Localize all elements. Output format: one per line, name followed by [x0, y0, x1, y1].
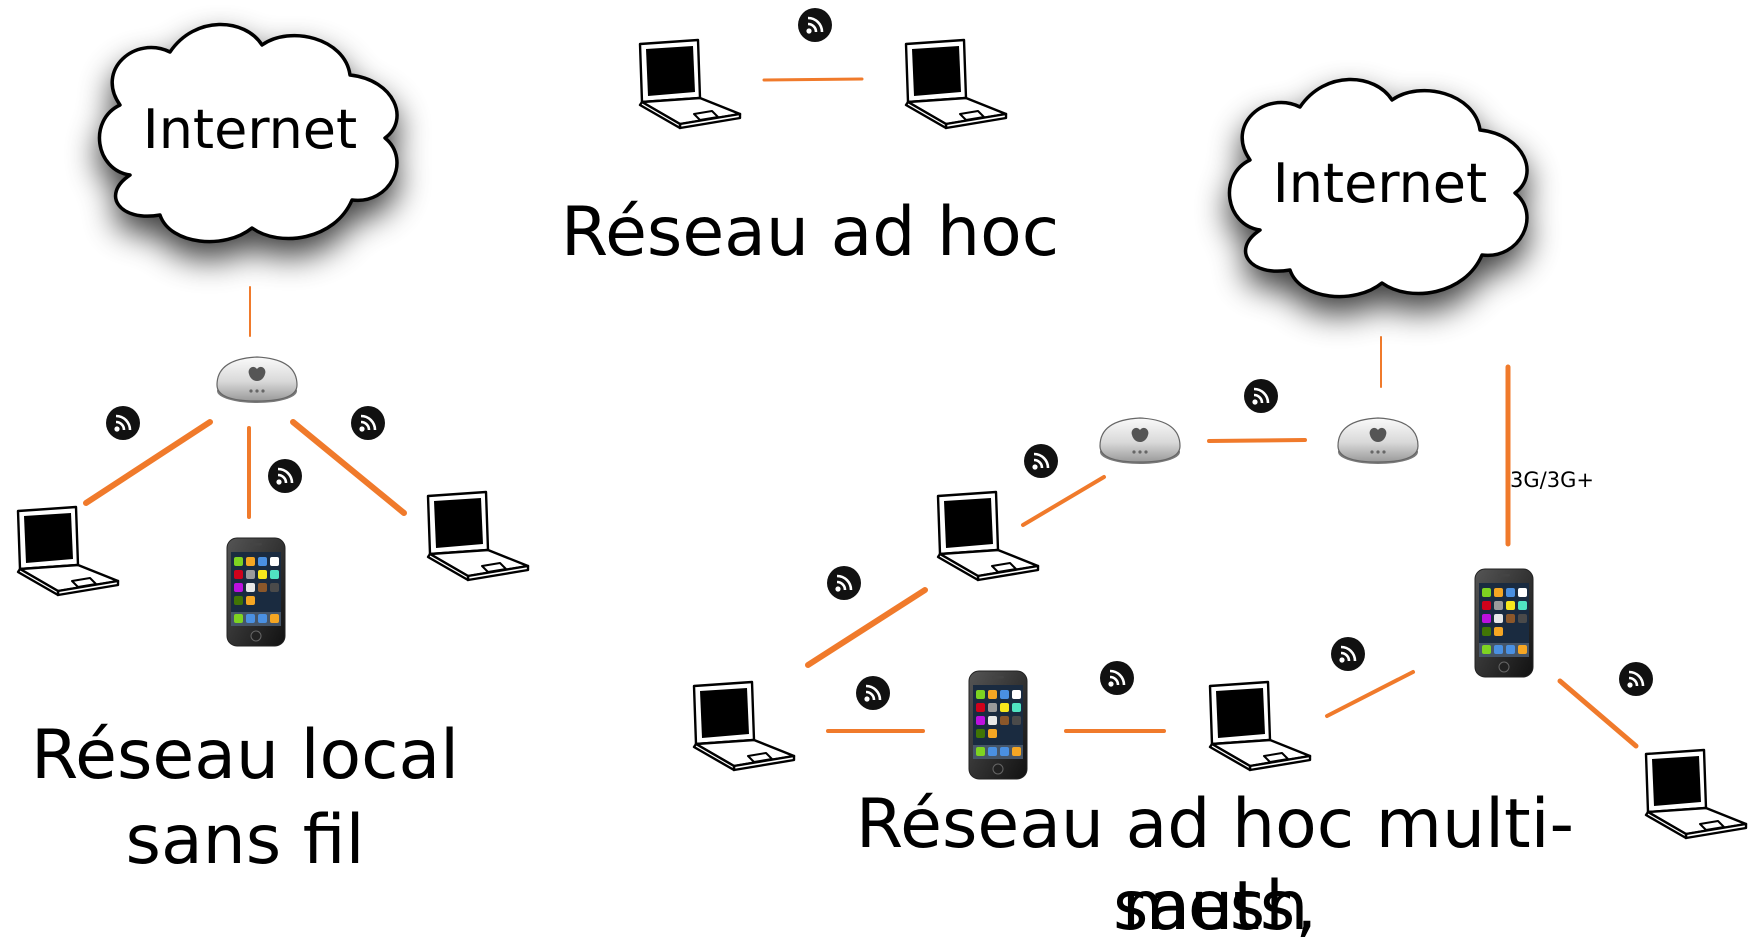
cloud-icon [1227, 77, 1529, 299]
wifi-signal-icon [825, 564, 863, 602]
wifi-signal-icon [266, 457, 304, 495]
title-adhoc: Réseau ad hoc [560, 193, 1060, 272]
cloud-label-right: Internet [1272, 152, 1488, 215]
wifi-signal-icon [1617, 660, 1655, 698]
wifi-signal-icon [104, 404, 142, 442]
link-ap1-laptop [1021, 475, 1106, 527]
laptop-icon [638, 38, 742, 130]
cloud-label-left: Internet [142, 98, 358, 161]
link-laptop-laptop [805, 587, 928, 668]
title-wlan-line2: sans fil [125, 801, 365, 880]
laptop-icon [904, 38, 1008, 130]
access-point-icon [216, 356, 298, 404]
smartphone-icon [1474, 568, 1534, 678]
laptop-icon [1208, 680, 1312, 772]
wifi-signal-icon [349, 404, 387, 442]
cloud-icon [97, 22, 399, 244]
link-ap1-ap2 [1207, 438, 1307, 443]
access-point-icon [1099, 417, 1181, 465]
link-laptop-phone2 [1325, 670, 1415, 718]
title-wlan-line1: Réseau local [30, 716, 460, 795]
laptop-icon [692, 680, 796, 772]
link-adhoc [762, 77, 864, 82]
title-mesh-line1: Réseau ad hoc multi-sauts, [855, 785, 1575, 946]
smartphone-icon [968, 670, 1028, 780]
laptop-icon [16, 505, 120, 597]
wifi-signal-icon [796, 6, 834, 44]
wifi-signal-icon [854, 674, 892, 712]
wifi-signal-icon [1329, 635, 1367, 673]
link-ap-laptop-left [83, 419, 213, 506]
wifi-signal-icon [1022, 442, 1060, 480]
title-mesh-line2: mesh [1121, 867, 1309, 946]
link-ap-laptop-right [290, 419, 407, 516]
link-label-3g: 3G/3G+ [1510, 468, 1594, 492]
links-group [83, 77, 1639, 749]
smartphone-icon [226, 537, 286, 647]
laptop-icon [1644, 748, 1748, 840]
access-point-icon [1337, 417, 1419, 465]
laptop-icon [426, 490, 530, 582]
laptop-icon [936, 490, 1040, 582]
wifi-signal-icon [1098, 659, 1136, 697]
wifi-signal-icon [1242, 377, 1280, 415]
link-phone2-laptop [1557, 678, 1639, 749]
